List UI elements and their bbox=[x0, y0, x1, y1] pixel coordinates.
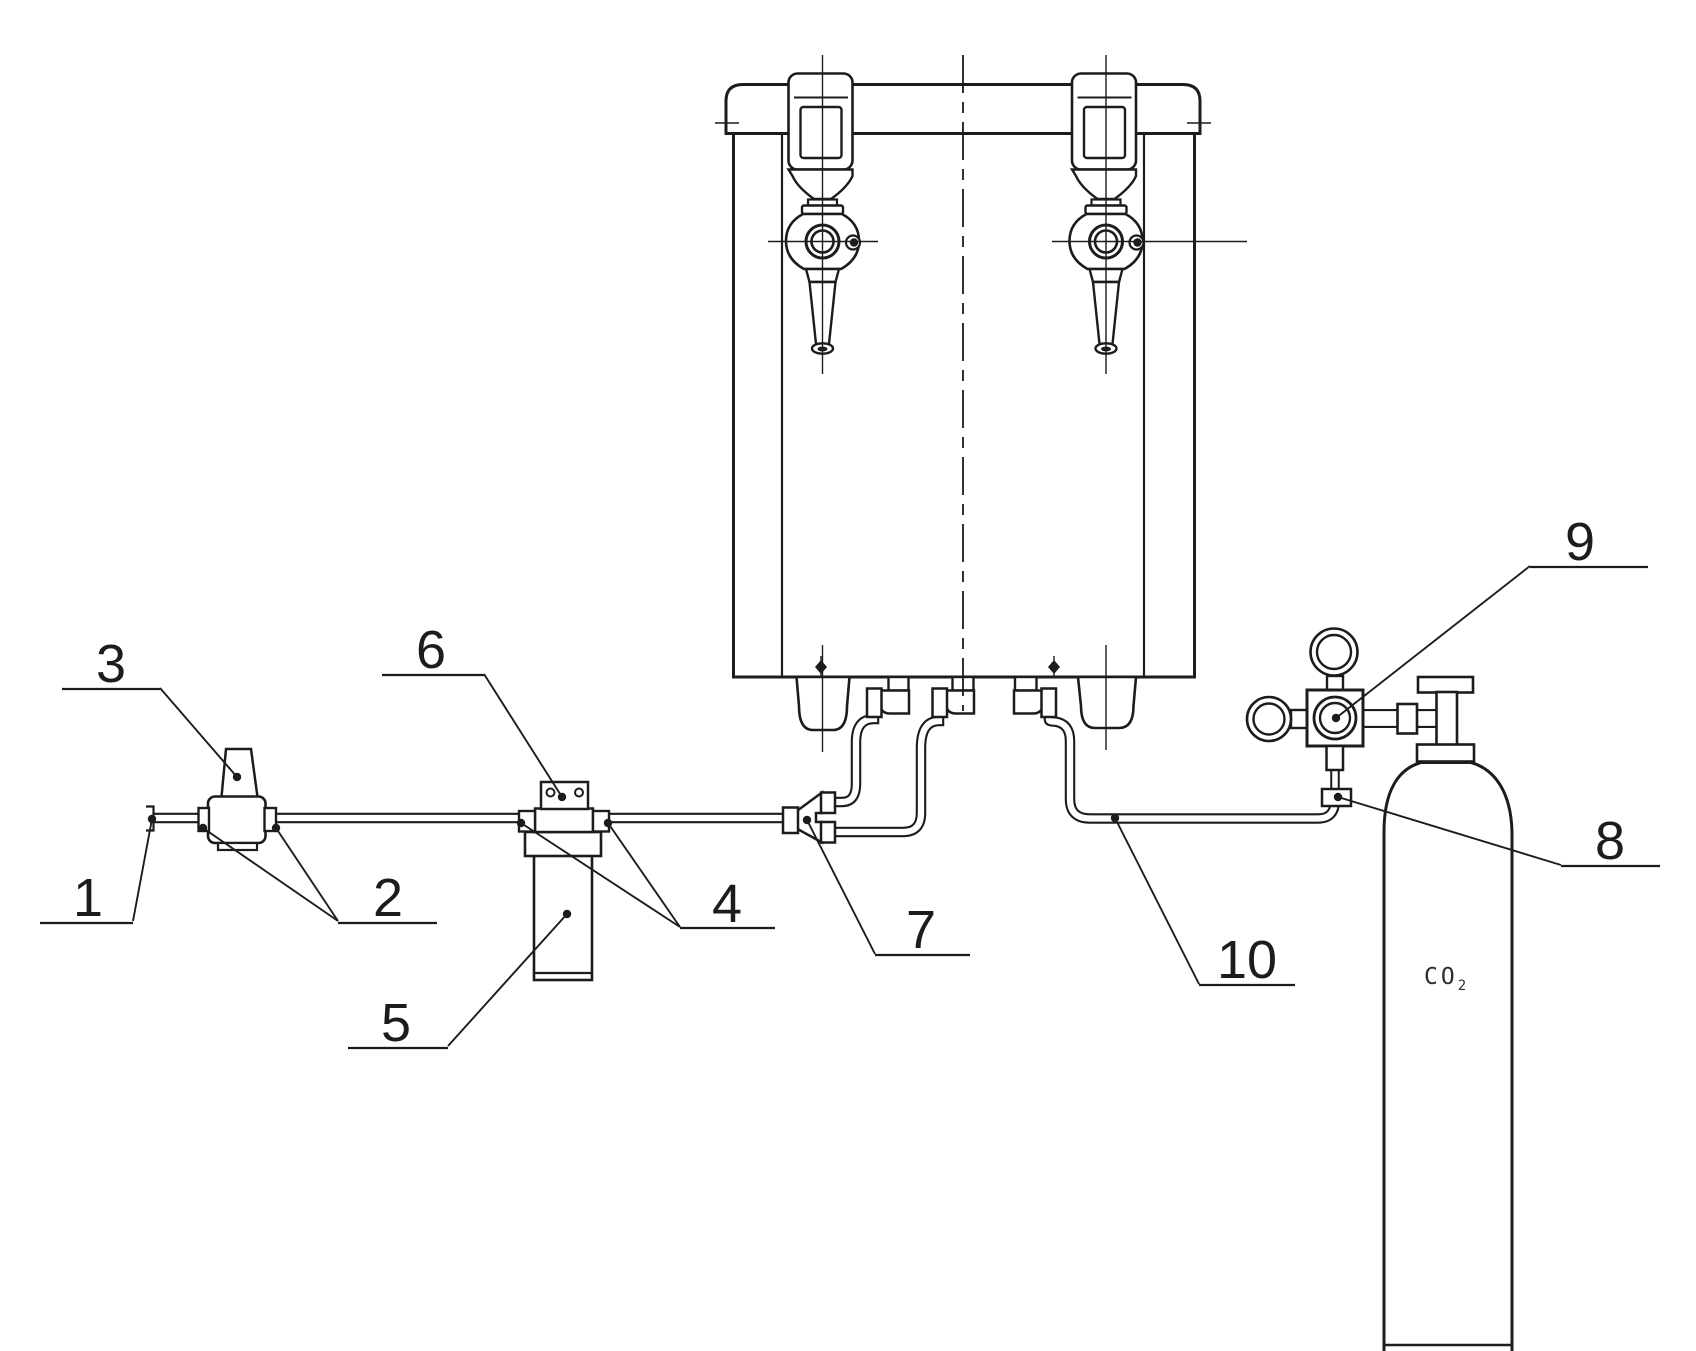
label-underlines bbox=[40, 565, 1660, 1050]
filter-collar bbox=[523, 830, 603, 858]
filter-body bbox=[533, 807, 595, 834]
elbow-nuts bbox=[865, 687, 1058, 719]
part-label-6: 6 bbox=[415, 620, 447, 680]
flex-tubes bbox=[835, 713, 1341, 838]
regulator-bottom-port bbox=[1325, 744, 1345, 772]
part-label-2: 2 bbox=[372, 868, 404, 928]
part-label-5: 5 bbox=[380, 993, 412, 1053]
valve-port-right bbox=[263, 806, 278, 833]
leader-lines bbox=[132, 565, 1562, 1047]
valve-flange bbox=[216, 841, 259, 852]
cylinder-body bbox=[1382, 761, 1514, 1351]
part-label-10: 10 bbox=[1216, 930, 1278, 990]
splitter-port-top bbox=[819, 791, 837, 815]
tube-splitter-to-elbow-a bbox=[835, 714, 878, 806]
tube-splitter-to-elbow-b bbox=[835, 714, 943, 836]
co2-cylinder bbox=[1382, 675, 1514, 1351]
water-filter bbox=[517, 780, 611, 982]
part-label-9: 9 bbox=[1564, 512, 1596, 572]
stub-a bbox=[887, 675, 910, 692]
part-label-4: 4 bbox=[711, 874, 743, 934]
cylinder-collar bbox=[1415, 743, 1476, 763]
cylinder-valve-handle[interactable] bbox=[1416, 675, 1475, 694]
part-label-8: 8 bbox=[1594, 811, 1626, 871]
splitter-inlet-nut bbox=[781, 806, 800, 835]
box-feet-and-fittings bbox=[795, 675, 1138, 732]
inlet-valve[interactable] bbox=[197, 747, 278, 852]
elbow-c bbox=[1012, 689, 1045, 715]
nut-a bbox=[865, 687, 883, 719]
part-label-7: 7 bbox=[905, 900, 937, 960]
part-label-3: 3 bbox=[95, 634, 127, 694]
nut-c bbox=[1040, 687, 1058, 719]
filter-bolt-left bbox=[545, 787, 556, 798]
valve-body bbox=[206, 795, 267, 845]
tube-co2-supply bbox=[1045, 714, 1339, 822]
water-pipes bbox=[146, 805, 783, 832]
part-label-1: 1 bbox=[72, 868, 104, 928]
foot-right bbox=[1076, 675, 1138, 730]
position-markers bbox=[815, 656, 1060, 678]
regulator-outlet-nut bbox=[1396, 702, 1419, 735]
filter-bolt-right bbox=[574, 787, 584, 798]
valve-handle[interactable] bbox=[220, 747, 259, 799]
elbow-a bbox=[878, 689, 911, 715]
elbow-b bbox=[944, 689, 976, 715]
stub-c bbox=[1013, 675, 1038, 692]
cylinder-gas-text: CO2 bbox=[1424, 964, 1467, 994]
cylinder-valve-stem bbox=[1435, 690, 1459, 747]
splitter-port-bottom bbox=[819, 820, 837, 844]
nut-b bbox=[931, 687, 949, 719]
gauge-neck-left bbox=[1289, 708, 1310, 730]
